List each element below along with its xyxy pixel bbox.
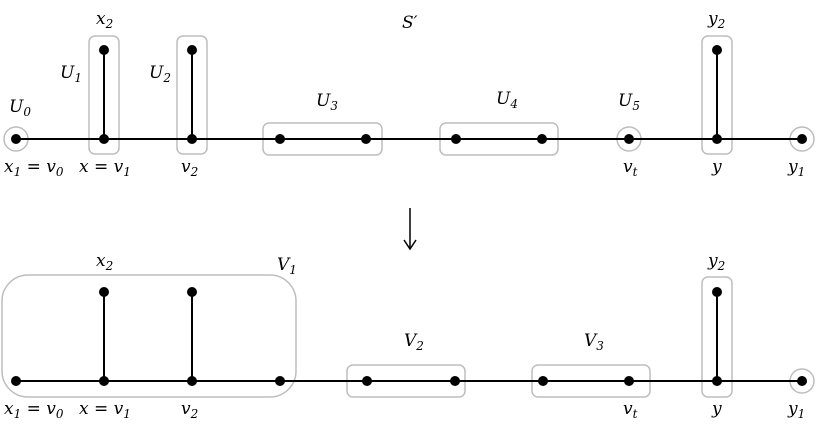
label-u1: U1 bbox=[60, 63, 82, 85]
vertex-v1-end bbox=[275, 376, 285, 386]
label-u0: U0 bbox=[9, 97, 31, 119]
group-box-u2 bbox=[176, 35, 208, 155]
vertex-v2-b bbox=[450, 376, 460, 386]
label-u2: U2 bbox=[149, 63, 171, 85]
vertex-x1-top bbox=[11, 134, 21, 144]
vertex-y1-bottom bbox=[797, 376, 807, 386]
label-x1-top: x1 = v0 bbox=[4, 157, 64, 179]
group-box-u1 bbox=[88, 35, 120, 155]
vertex-v2-pendant-top bbox=[187, 45, 197, 55]
label-v2-top: v2 bbox=[181, 157, 198, 179]
label-v2-bottom: v2 bbox=[181, 399, 198, 421]
vertex-u4-a bbox=[451, 134, 461, 144]
vertex-y1-top bbox=[797, 134, 807, 144]
label-x-bottom: x = v1 bbox=[79, 399, 131, 421]
label-y-bottom: y bbox=[711, 399, 722, 419]
label-u5: U5 bbox=[618, 91, 640, 113]
vertex-y2-top bbox=[712, 45, 722, 55]
title-s-prime: S′ bbox=[402, 13, 418, 33]
label-y2-bottom: y2 bbox=[707, 251, 725, 273]
vertex-v3-a bbox=[538, 376, 548, 386]
label-vt-top: vt bbox=[623, 157, 638, 179]
label-y1-top: y1 bbox=[787, 157, 805, 179]
vertex-x1-bottom bbox=[11, 376, 21, 386]
vertex-v2-pendant-bottom bbox=[187, 287, 197, 297]
vertex-x-top bbox=[99, 134, 109, 144]
label-x2-top: x2 bbox=[96, 9, 113, 31]
top-graph: U0 U1 U2 U3 U4 U5 x2 x1 = v0 x = v1 v2 v… bbox=[3, 9, 815, 179]
label-y2-top: y2 bbox=[707, 9, 725, 31]
label-u3: U3 bbox=[316, 91, 338, 113]
vertex-x2-top bbox=[99, 45, 109, 55]
label-x2-bottom: x2 bbox=[96, 251, 113, 273]
label-x-top: x = v1 bbox=[79, 157, 131, 179]
vertex-v2-bottom bbox=[187, 376, 197, 386]
vertex-y-top bbox=[712, 134, 722, 144]
label-y1-bottom: y1 bbox=[787, 399, 805, 421]
vertex-vt-top bbox=[624, 134, 634, 144]
label-x1-bottom: x1 = v0 bbox=[4, 399, 64, 421]
group-box-y-pendant-top bbox=[701, 35, 733, 155]
group-box-y-pendant-bottom bbox=[701, 276, 733, 398]
vertex-u3-a bbox=[275, 134, 285, 144]
vertex-vt-bottom bbox=[624, 376, 634, 386]
label-y-top: y bbox=[711, 157, 722, 177]
vertex-u3-b bbox=[361, 134, 371, 144]
vertex-v2-top bbox=[187, 134, 197, 144]
vertex-x-bottom bbox=[99, 376, 109, 386]
vertex-x2-bottom bbox=[99, 287, 109, 297]
label-v1: V1 bbox=[277, 255, 297, 277]
bottom-graph: V1 V2 V3 x2 x1 = v0 x = v1 v2 vt y y2 y1 bbox=[1, 251, 815, 421]
vertex-y2-bottom bbox=[712, 287, 722, 297]
down-arrow bbox=[403, 208, 417, 251]
group-box-v1 bbox=[1, 274, 297, 398]
vertex-y-bottom bbox=[712, 376, 722, 386]
label-v3-group: V3 bbox=[584, 331, 604, 353]
label-v2-group: V2 bbox=[404, 331, 424, 353]
label-u4: U4 bbox=[496, 89, 518, 111]
vertex-u4-b bbox=[537, 134, 547, 144]
label-vt-bottom: vt bbox=[623, 399, 638, 421]
vertex-v2-a bbox=[362, 376, 372, 386]
down-arrow-head bbox=[403, 239, 417, 251]
